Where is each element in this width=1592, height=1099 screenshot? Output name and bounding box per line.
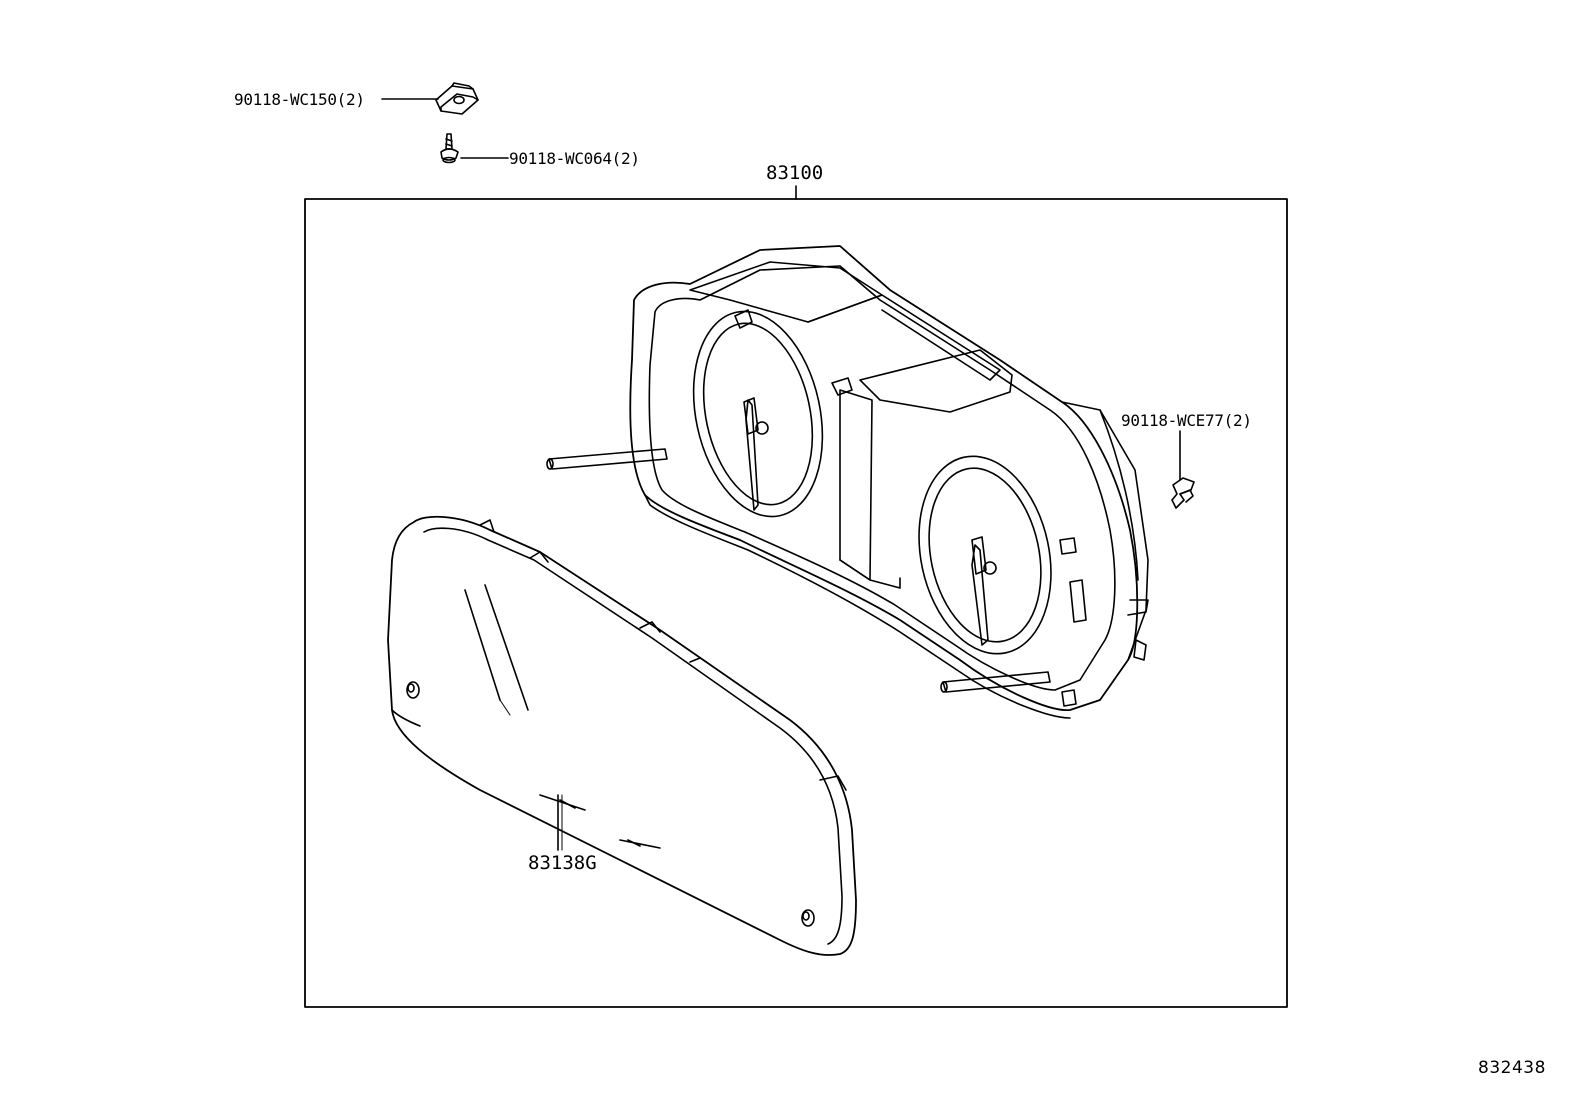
- label-side-clip: 90118-WCE77(2): [1121, 411, 1252, 430]
- clip-nut-part: [435, 82, 479, 115]
- label-assembly: 83100: [766, 162, 824, 184]
- meter-glass-part: [387, 515, 857, 956]
- side-clip-part: [1171, 477, 1195, 509]
- assembly-boundary-box: [304, 198, 1288, 1008]
- label-glass: 83138G: [528, 852, 597, 874]
- illustration-code: 832438: [1478, 1058, 1546, 1078]
- combination-meter-body: [546, 245, 1149, 719]
- screw-part: [440, 133, 459, 164]
- label-clip-nut: 90118-WC150(2): [234, 90, 365, 109]
- label-screw: 90118-WC064(2): [509, 149, 640, 168]
